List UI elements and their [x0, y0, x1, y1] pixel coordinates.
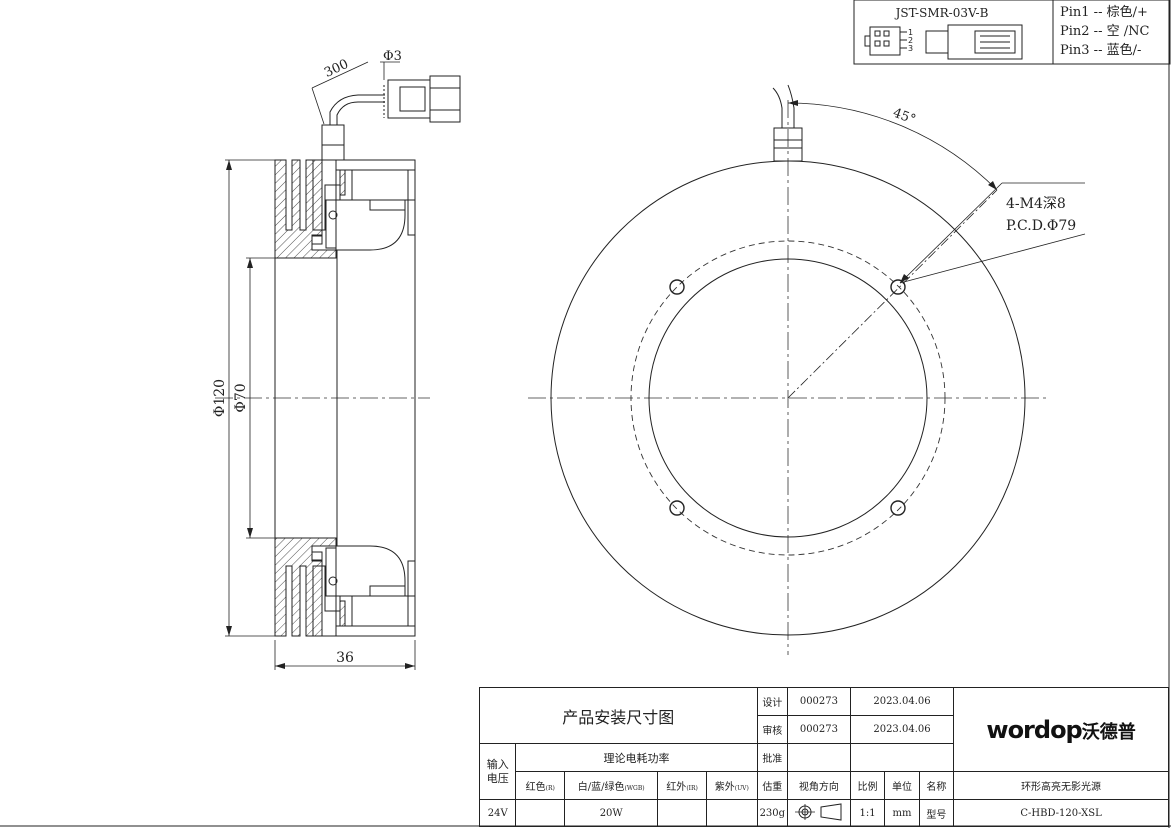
- mount-hole: [669, 500, 685, 516]
- cable-length-dimension: 300: [322, 57, 351, 81]
- inner-diameter-dimension: Φ70: [233, 383, 249, 412]
- input-voltage-label: 输入电压: [478, 743, 517, 800]
- pin-number-2: 2: [908, 36, 913, 45]
- red-label: 红色(R): [515, 771, 566, 800]
- scale-label: 比例: [849, 771, 886, 800]
- design-label: 设计: [756, 687, 789, 716]
- rgb-label: 白/蓝/绿色(WGB): [564, 771, 659, 800]
- mount-hole: [890, 279, 906, 295]
- bottom-section: [274, 537, 346, 637]
- design-date: 2023.04.06: [849, 687, 955, 716]
- weight-value: 230g: [756, 799, 789, 827]
- mount-hole: [669, 279, 685, 295]
- side-section-view: 300 Φ3 Φ120 Φ70 36: [212, 49, 461, 670]
- mount-hole: [890, 500, 906, 516]
- weight-label: 估重: [756, 771, 789, 800]
- projection-symbol-icon: [787, 799, 851, 827]
- approve-label: 批准: [756, 743, 789, 772]
- hole-callout: 4-M4深8: [1006, 196, 1066, 212]
- voltage-value: 24V: [478, 799, 517, 827]
- depth-dimension: 36: [336, 650, 354, 666]
- power-label: 理论电耗功率: [515, 743, 758, 772]
- connector-legend: JST-SMR-03V-B 1 2 3 Pin1 -- 棕色/+ Pin2 --…: [853, 0, 1171, 65]
- company-logo: wordop沃德普: [953, 687, 1169, 772]
- logo-cn: 沃德普: [1081, 721, 1136, 743]
- connector-model: JST-SMR-03V-B: [894, 6, 989, 20]
- logo-latin: wordop: [986, 715, 1082, 744]
- review-label: 审核: [756, 715, 789, 744]
- model-value: C-HBD-120-XSL: [953, 799, 1169, 827]
- cable-diameter-dimension: Φ3: [383, 49, 402, 64]
- pcd-callout: P.C.D.Φ79: [1006, 218, 1076, 234]
- pin-number-3: 3: [908, 44, 913, 53]
- unit-value: mm: [884, 799, 920, 827]
- review-id: 000273: [787, 715, 851, 744]
- connector-icon: [864, 24, 1023, 60]
- front-cable-stub: [772, 84, 803, 162]
- outer-diameter-dimension: Φ120: [212, 379, 228, 417]
- name-label: 名称: [918, 771, 955, 800]
- unit-label: 单位: [884, 771, 920, 800]
- inner-ring: [648, 258, 928, 538]
- pcd-circle: [630, 240, 946, 556]
- pin3-label: Pin3 -- 蓝色/-: [1060, 42, 1141, 58]
- pin-number-1: 1: [908, 28, 913, 37]
- front-view: 45° 4-M4深8 P.C.D.Φ79: [528, 84, 1086, 655]
- ir-label: 红外(IR): [657, 771, 707, 800]
- view-label: 视角方向: [787, 771, 851, 800]
- power-value: 20W: [564, 799, 659, 827]
- uv-label: 紫外(UV): [705, 771, 758, 800]
- cable-assembly: [321, 75, 461, 161]
- title-block: 产品安装尺寸图 设计 000273 2023.04.06 wordop沃德普 审…: [478, 687, 1169, 827]
- pin2-label: Pin2 -- 空 /NC: [1060, 24, 1149, 39]
- model-label: 型号: [918, 799, 955, 827]
- scale-value: 1:1: [849, 799, 886, 827]
- drawing-title: 产品安装尺寸图: [479, 687, 758, 744]
- name-value: 环形高亮无影光源: [953, 771, 1169, 800]
- angle-dimension: 45°: [891, 106, 918, 128]
- design-id: 000273: [787, 687, 851, 716]
- review-date: 2023.04.06: [849, 715, 955, 744]
- pin1-label: Pin1 -- 棕色/+: [1060, 4, 1148, 20]
